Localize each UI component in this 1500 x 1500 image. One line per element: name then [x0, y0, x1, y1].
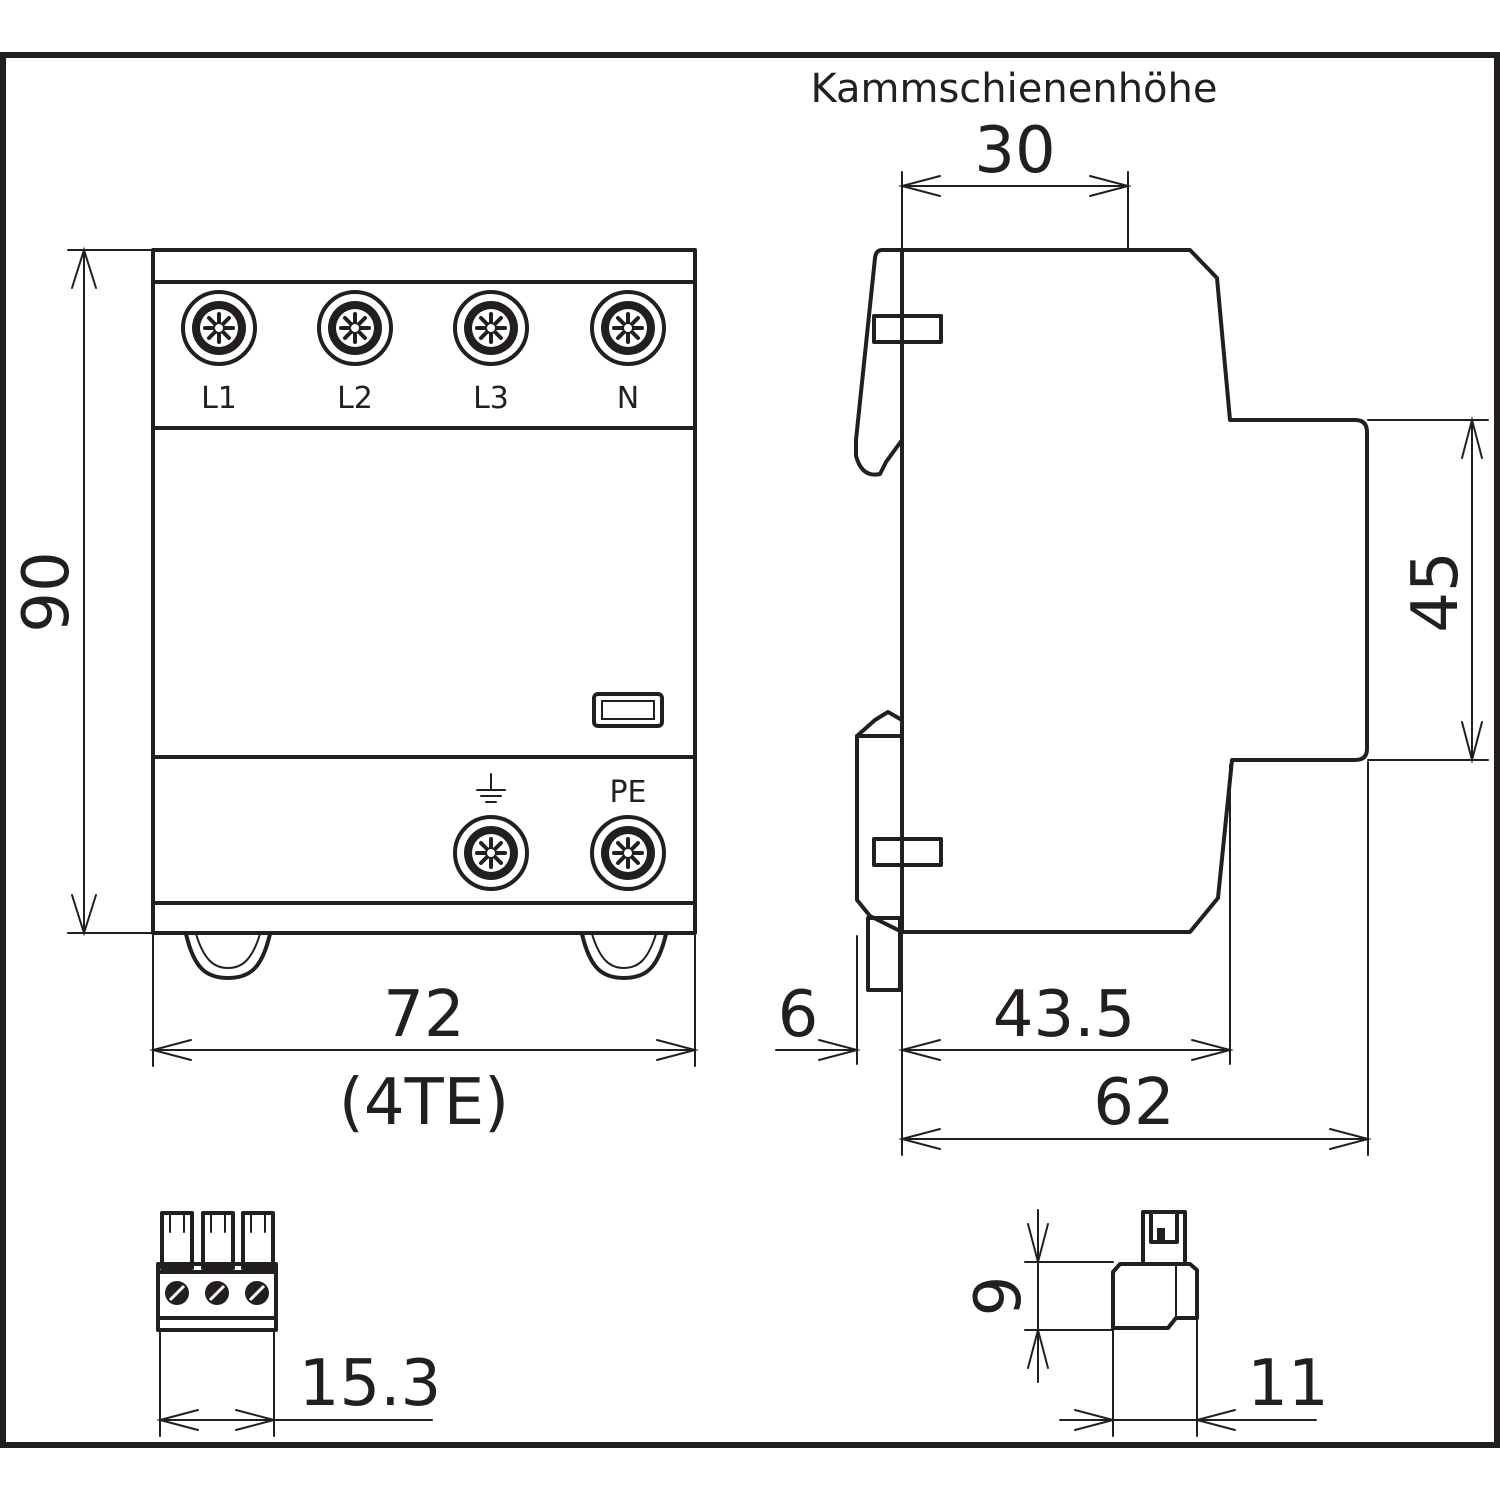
earth-symbol-icon: [476, 773, 506, 803]
side-view: [854, 248, 1369, 992]
screw-head-icon: [165, 1281, 189, 1305]
dimension-body-depth: 43.5: [993, 978, 1136, 1052]
dimension-plug-depth: 11: [1247, 1347, 1328, 1421]
terminal-label-l3: L3: [473, 381, 509, 416]
dimension-width: 72: [383, 978, 464, 1052]
screw-terminal-icon: [317, 290, 393, 366]
plug-dimensions: 9 11: [962, 1209, 1329, 1437]
plug-block: [1111, 1210, 1199, 1330]
dimension-plug-height: 9: [962, 1276, 1036, 1317]
dimension-rail-height: 45: [1399, 551, 1473, 632]
status-window-icon: [592, 692, 664, 728]
connector-dimensions: 15.3: [156, 1331, 442, 1437]
screw-terminal-icon: [181, 290, 257, 366]
dimension-total-depth: 62: [1093, 1066, 1174, 1140]
rail-clip-left: [184, 932, 272, 980]
connector-block: [156, 1211, 278, 1332]
side-dimensions: Kammschienenhöhe 30 45 6 43.5 62: [775, 66, 1489, 1156]
front-dimensions: 90 72 (4TE): [10, 246, 699, 1140]
screw-terminal-icon: [590, 290, 666, 366]
dimension-width-units: (4TE): [339, 1066, 509, 1140]
dimension-busbar-height: 30: [974, 114, 1055, 188]
screw-terminal-icon: [590, 815, 666, 891]
dimension-rail-offset: 6: [778, 978, 819, 1052]
dimension-connector-width: 15.3: [299, 1347, 442, 1421]
pe-label: PE: [609, 775, 646, 810]
terminal-label-l1: L1: [201, 381, 237, 416]
rail-clip-right: [580, 932, 668, 980]
busbar-height-label: Kammschienenhöhe: [811, 66, 1218, 112]
screw-head-icon: [205, 1281, 229, 1305]
screw-terminal-icon: [453, 290, 529, 366]
front-view: L1 L2 L3 N PE: [151, 248, 697, 980]
screw-terminal-icon: [453, 815, 529, 891]
drawing-frame: [0, 52, 1500, 1448]
screw-head-icon: [245, 1281, 269, 1305]
terminal-label-n: N: [617, 381, 639, 416]
dimension-height: 90: [10, 551, 84, 632]
terminal-label-l2: L2: [337, 381, 373, 416]
